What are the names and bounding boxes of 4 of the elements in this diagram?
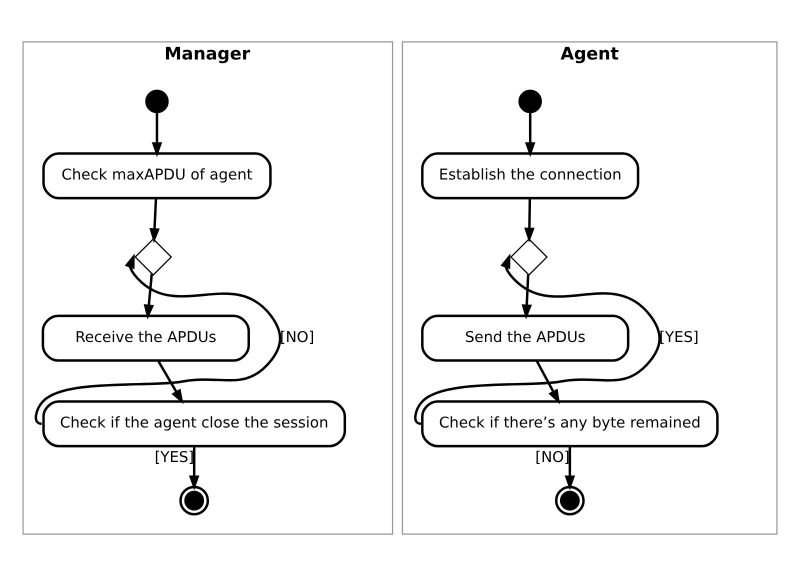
edge-label: [NO] (535, 447, 570, 466)
edge-label: [YES] (154, 447, 194, 466)
edge-label: [YES] (659, 328, 699, 346)
edge-label: [NO] (280, 328, 314, 346)
